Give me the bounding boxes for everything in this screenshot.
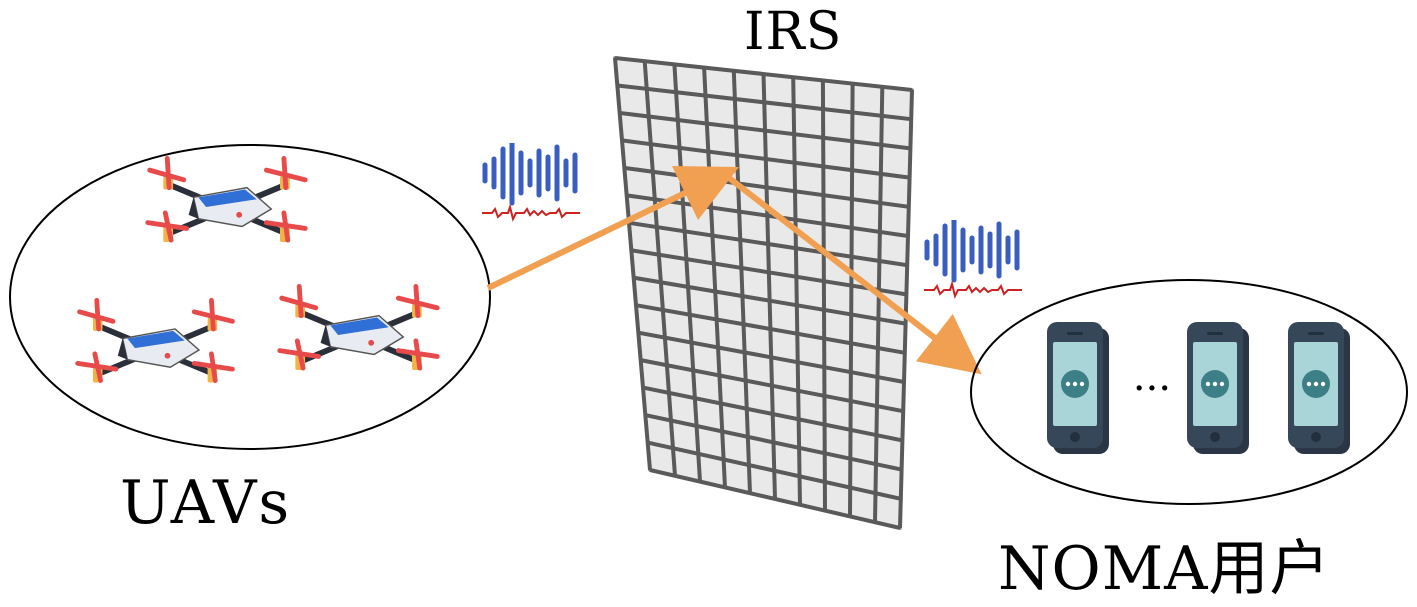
irs-grid-row-line [637, 330, 905, 384]
irs-grid-row-line [624, 165, 910, 209]
irs-grid-column-line [898, 89, 914, 529]
irs-grid-column-line [761, 73, 777, 500]
irs-grid-row-line [631, 248, 907, 297]
signal-waveform-icon-incident [482, 143, 580, 219]
irs-grid-row-line [635, 303, 906, 355]
irs-grid-column-line [848, 83, 855, 517]
smartphone-icon-2 [1187, 322, 1249, 454]
irs-panel [613, 56, 914, 530]
irs-grid-row-line [649, 468, 901, 530]
smartphone-icon-1 [1047, 322, 1109, 454]
irs-grid-column-line [702, 67, 727, 488]
irs-grid-row-line [614, 56, 913, 92]
uav-drone-icon-3 [280, 286, 438, 370]
diagram-canvas: ··· [9, 56, 1408, 530]
noma-users-ellipse [970, 279, 1408, 505]
irs-grid-row-line [621, 138, 910, 180]
uavs-label: UAVs [120, 468, 292, 538]
irs-grid-column-line [672, 64, 702, 482]
irs-grid-column-line [613, 57, 652, 471]
irs-grid-column-line [820, 80, 827, 511]
incident-arrow [486, 166, 740, 291]
irs-grid-row-line [647, 440, 902, 501]
signal-waveform-icon-reflected [924, 220, 1022, 296]
irs-grid-column-line [731, 70, 752, 494]
irs-grid-row-line [633, 275, 906, 326]
reflected-arrow [722, 171, 982, 375]
irs-grid-row-line [619, 110, 911, 151]
irs-grid-column-line [791, 77, 802, 505]
smartphone-icon-3 [1288, 322, 1350, 454]
irs-grid-column-line [873, 86, 885, 523]
irs-grid-row-line [617, 83, 912, 122]
irs-label: IRS [744, 2, 843, 62]
irs-grid-row-line [642, 385, 903, 443]
uav-drone-icon-1 [148, 158, 306, 242]
irs-grid-row-line [640, 358, 904, 414]
irs-grid-row-line [644, 413, 903, 472]
uav-group-ellipse [9, 144, 491, 450]
noma-users-label: NOMA用户 [998, 534, 1331, 604]
irs-grid-row-line [628, 220, 908, 268]
irs-grid-column-line [642, 61, 677, 476]
uav-drone-icon-2 [78, 300, 233, 382]
users-ellipsis: ··· [1133, 366, 1171, 412]
